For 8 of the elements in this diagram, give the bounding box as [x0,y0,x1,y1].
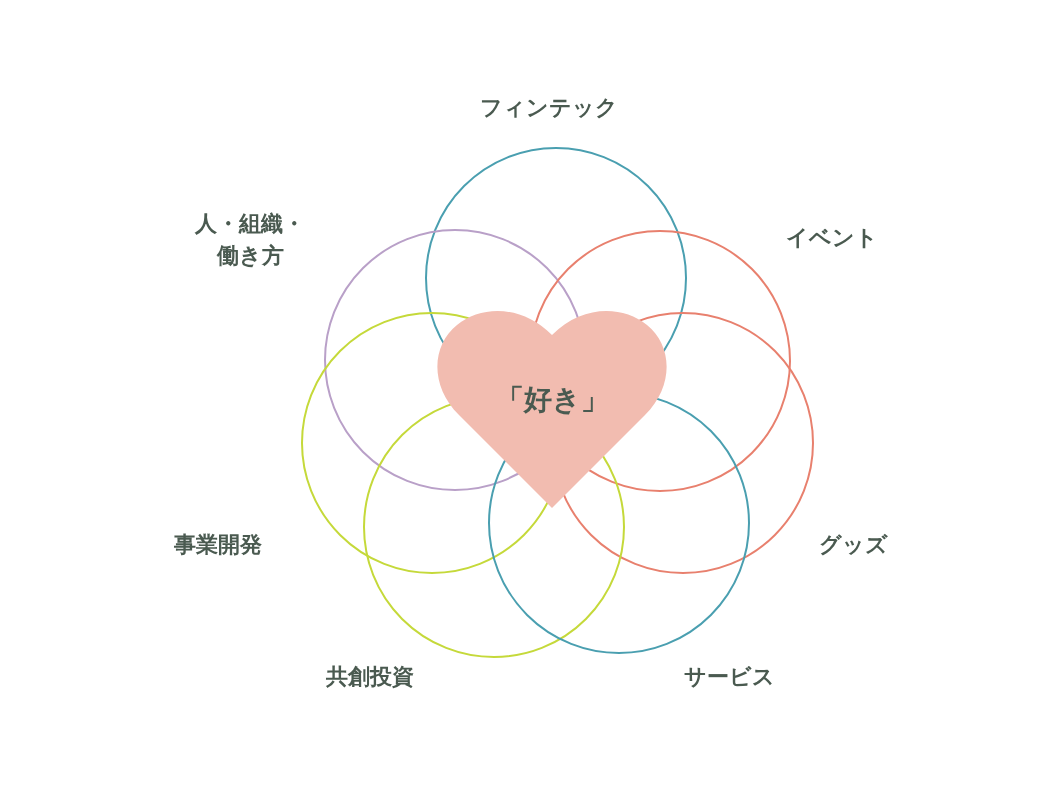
category-label: 人・組織・働き方 [194,210,306,270]
category-label: イベント [786,224,878,253]
category-label: サービス [683,663,775,692]
category-label: フィンテック [480,94,618,123]
category-label: グッズ [818,531,888,560]
center-label: 「好き」 [495,382,609,419]
category-label: 事業開発 [174,531,262,560]
category-label: 共創投資 [326,663,414,692]
